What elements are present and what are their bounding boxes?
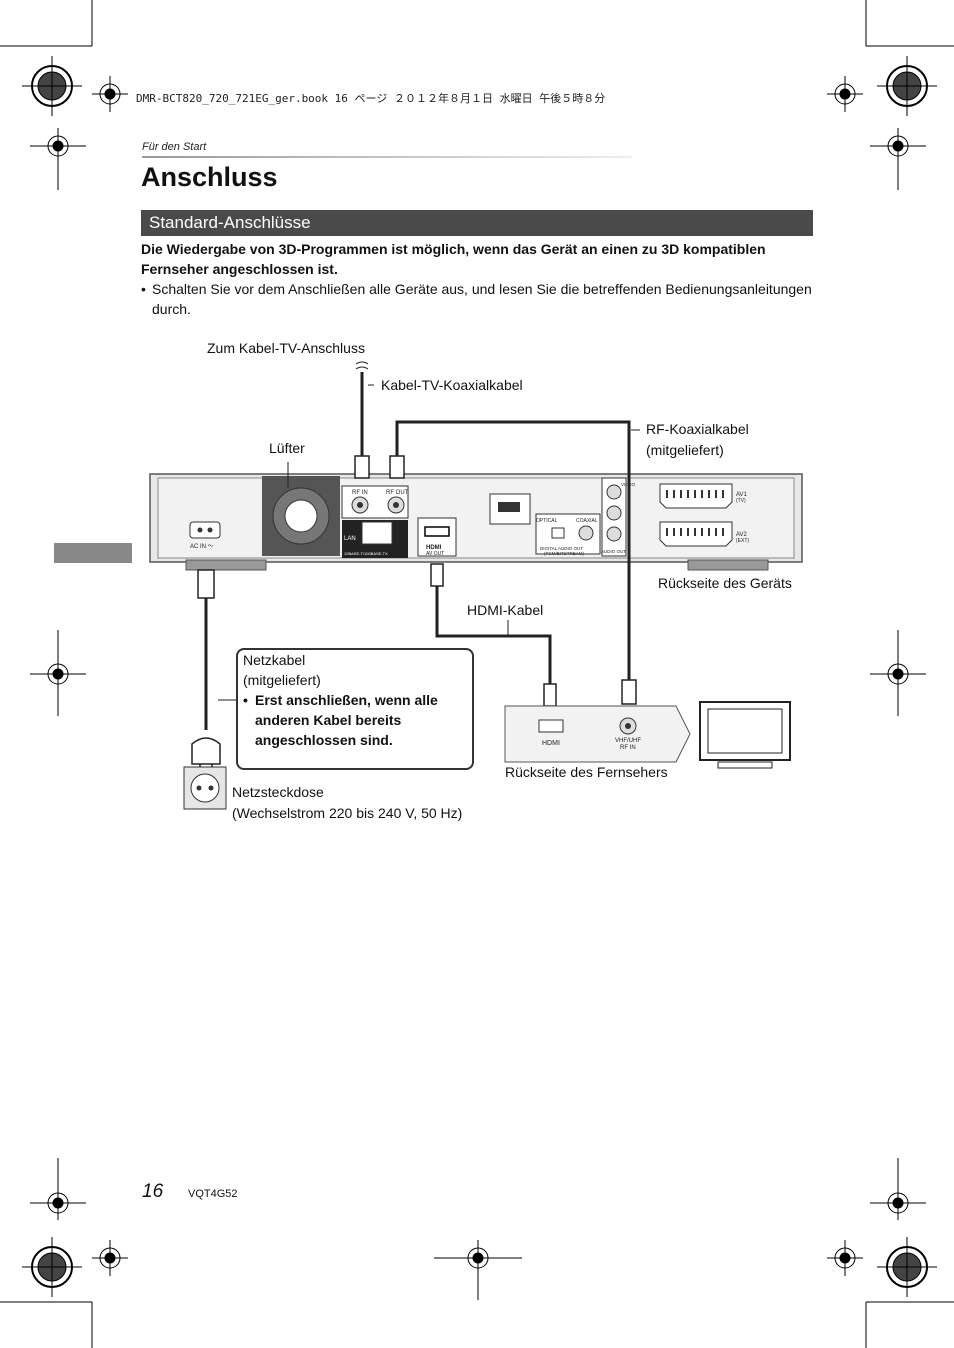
section-label: Für den Start [142,141,207,153]
note-line-1: Netzkabel [243,652,306,668]
note-bullet-text: Erst anschließen, wenn alle anderen Kabe… [255,692,438,748]
hdmi-logo-label: HDMI [426,545,442,551]
label-rf-coax-1: RF-Koaxialkabel [646,421,749,437]
page-title: Anschluss [141,162,278,192]
ac-inlet [189,521,221,539]
lan-label: LAN [344,536,356,542]
av1-label: AV1 [736,492,748,498]
audio-out-label: AUDIO OUT [601,549,626,554]
av-out-label: AV OUT [426,551,444,557]
label-outlet-1: Netzsteckdose [232,784,324,800]
optical-label: OPTICAL [536,518,558,524]
intro-text: Die Wiedergabe von 3D-Programmen ist mög… [141,241,766,277]
tv-rear-panel: HDMI VHF/UHF RF IN [504,705,691,763]
hdmi-cable [435,586,552,686]
label-hdmi-cable: HDMI-Kabel [467,602,544,618]
bullet-text: Schalten Sie vor dem Anschließen alle Ge… [152,281,812,317]
ac-in-label: AC IN ～ [190,544,214,550]
section-rule [142,156,632,158]
power-cable-note [236,648,474,770]
label-rear-of-unit: Rückseite des Geräts [658,575,792,591]
cables [204,372,631,730]
av2-label: AV2 [736,532,748,538]
note-line-2: (mitgeliefert) [243,672,321,688]
page-number: 16 [142,1181,164,1202]
label-fan: Lüfter [269,440,305,456]
label-rear-of-tv: Rückseite des Fernsehers [505,764,668,780]
wall-socket-icon [183,766,227,810]
pcm-bitstream-label: (PCM/BITSTREAM) [544,551,585,556]
tv-icon [699,701,791,769]
recorder-rear-panel: AC IN ～ RF IN RF OUT LAN 10BASE-T/100BAS… [149,473,803,571]
rf-out-label: RF OUT [386,490,409,496]
label-rf-coax-2: (mitgeliefert) [646,442,724,458]
chapter-side-tab [54,543,132,563]
cable-connectors [197,455,637,707]
tv-vhf-uhf-label: VHF/UHF [615,738,641,744]
rf-coax-cable [395,420,631,682]
note-bullet-symbol: • [243,692,248,708]
instruction-bullet: • Schalten Sie vor dem Anschließen alle … [141,279,813,319]
coaxial-label: COAXIAL [576,518,598,524]
rf-in-label: RF IN [352,490,368,496]
tv-rf-in-label: RF IN [620,745,636,751]
av1-sub-label: (TV) [736,498,746,504]
av2-sub-label: (EXT) [736,538,749,544]
book-header: DMR-BCT820_720_721EG_ger.book 16 ページ ２０１… [136,92,606,105]
power-cable-note-text: Netzkabel (mitgeliefert) • Erst anschlie… [243,650,468,750]
doc-code: VQT4G52 [188,1188,238,1200]
wall-jack-icon [355,361,369,370]
subheading-bar: Standard-Anschlüsse [141,210,813,236]
tv-hdmi-label: HDMI [542,740,560,747]
leader-lines [218,384,640,701]
label-outlet-2: (Wechselstrom 220 bis 240 V, 50 Hz) [232,805,463,821]
lan-spec-label: 10BASE-T/100BASE-TX [344,551,388,556]
note-bullet: • Erst anschließen, wenn alle anderen Ka… [243,690,468,750]
digital-audio-out-label: DIGITAL AUDIO OUT [540,546,583,551]
label-coax-cable: Kabel-TV-Koaxialkabel [381,377,523,393]
label-cable-tv-jack: Zum Kabel-TV-Anschluss [207,340,365,356]
bullet-symbol: • [141,281,146,297]
